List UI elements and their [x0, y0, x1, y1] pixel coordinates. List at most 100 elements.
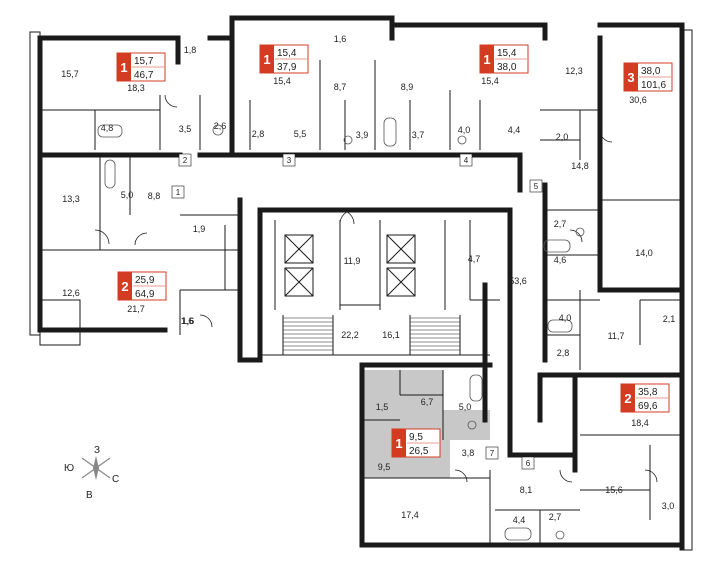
room-area-label: 21,7	[127, 304, 145, 314]
room-area-label: 11,7	[608, 331, 625, 341]
door-number: 1	[176, 188, 181, 197]
room-area-label: 4,8	[101, 123, 114, 133]
room-area-label: 2,6	[214, 121, 227, 131]
door-marker	[485, 446, 499, 460]
room-area-label: 53,6	[509, 276, 527, 286]
badge-room-count-box	[624, 63, 638, 91]
room-area-label: 1,6	[334, 34, 347, 44]
badge-total-area: 38,0	[497, 62, 517, 73]
room-area-label: 1,9	[193, 224, 206, 234]
door-number: 7	[490, 449, 495, 458]
room-area-label: 1,8	[184, 45, 197, 55]
door-marker	[529, 179, 543, 193]
room-area-label: 4,6	[554, 255, 567, 265]
badge-room-count: 2	[121, 279, 128, 294]
room-area-label: 30,6	[629, 95, 647, 105]
room-area-label: 2,0	[556, 132, 569, 142]
room-area-label: 2,8	[252, 129, 265, 139]
apartment-badge[interactable]: 2 35,8 69,6	[620, 383, 670, 413]
badge-living-area: 9,5	[409, 432, 423, 443]
badge-total-area: 37,9	[277, 62, 297, 73]
badge-room-count-box	[392, 429, 406, 457]
badge-living-area: 25,9	[135, 275, 155, 286]
room-area-label: 14,0	[635, 248, 653, 258]
room-area-label: 14,8	[571, 161, 589, 171]
room-area-label: 17,4	[401, 510, 419, 520]
badge-living-area: 15,4	[497, 48, 517, 59]
door-number: 4	[464, 156, 469, 165]
sanitary-fixtures	[97, 117, 585, 541]
badge-room-count-box	[118, 272, 132, 300]
room-area-label: 1,6	[182, 316, 195, 326]
room-area-label: 22,2	[341, 330, 359, 340]
room-area-label: 13,3	[62, 194, 80, 204]
badge-room-count-box	[117, 53, 131, 81]
room-area-label: 12,3	[565, 66, 583, 76]
room-area-label: 2,7	[554, 219, 567, 229]
badge-total-area: 26,5	[409, 446, 429, 457]
badge-room-count: 2	[624, 391, 631, 406]
room-area-label: 4,0	[458, 125, 471, 135]
compass-east: С	[112, 474, 119, 485]
room-area-label: 15,4	[273, 76, 291, 86]
room-area-label: 3,9	[356, 130, 369, 140]
room-area-label: 5,5	[294, 129, 307, 139]
badge-living-area: 35,8	[638, 387, 658, 398]
room-area-label: 4,0	[559, 313, 572, 323]
door-marker	[521, 456, 535, 470]
room-area-label: 4,4	[513, 515, 526, 525]
badge-room-count-box	[260, 45, 274, 73]
room-area-label: 1,5	[376, 402, 389, 412]
badge-total-area: 101,6	[641, 80, 666, 91]
room-area-label: 18,4	[631, 418, 649, 428]
badge-room-count: 1	[483, 52, 490, 67]
badge-living-area: 15,7	[134, 56, 154, 67]
room-area-label: 4,7	[468, 254, 481, 264]
room-area-label: 1,6	[181, 316, 194, 326]
stairs	[283, 317, 460, 351]
compass-west: Ю	[64, 463, 74, 474]
door-number: 6	[526, 459, 531, 468]
room-area-label: 3,0	[662, 501, 675, 511]
room-area-label: 2,1	[663, 314, 676, 324]
badge-room-count: 1	[263, 52, 270, 67]
room-area-label: 3,5	[179, 124, 192, 134]
compass-south: В	[86, 490, 93, 501]
compass-north: З	[94, 445, 100, 456]
room-area-label: 3,7	[412, 130, 425, 140]
room-area-label: 15,4	[481, 76, 499, 86]
badge-living-area: 38,0	[641, 66, 661, 77]
door-number: 3	[287, 156, 292, 165]
badge-total-area: 69,6	[638, 401, 658, 412]
door-number: 5	[534, 182, 539, 191]
badge-total-area: 46,7	[134, 70, 154, 81]
structural-walls	[37, 15, 685, 551]
room-area-label: 8,8	[148, 191, 161, 201]
room-area-label: 2,8	[557, 348, 570, 358]
room-area-label: 11,9	[344, 256, 361, 266]
apartment-badge[interactable]: 1 9,5 26,5	[391, 428, 441, 458]
room-area-label: 3,8	[462, 448, 475, 458]
room-area-label: 4,4	[508, 125, 521, 135]
room-area-label: 8,9	[401, 82, 414, 92]
room-area-label: 16,1	[382, 330, 400, 340]
badge-room-count-box	[621, 384, 635, 412]
room-area-label: 5,0	[459, 402, 472, 412]
room-area-label: 15,7	[61, 69, 79, 79]
room-area-label: 9,5	[378, 462, 391, 472]
room-area-label: 5,0	[121, 190, 134, 200]
apartment-badge[interactable]: 3 38,0 101,6	[623, 62, 673, 92]
door-marker	[171, 185, 185, 199]
badge-room-count: 1	[395, 436, 402, 451]
room-area-label: 2,7	[549, 512, 562, 522]
badge-room-count: 3	[627, 70, 634, 85]
door-marker	[282, 153, 296, 167]
apartment-badge[interactable]: 1 15,4 38,0	[479, 44, 529, 74]
